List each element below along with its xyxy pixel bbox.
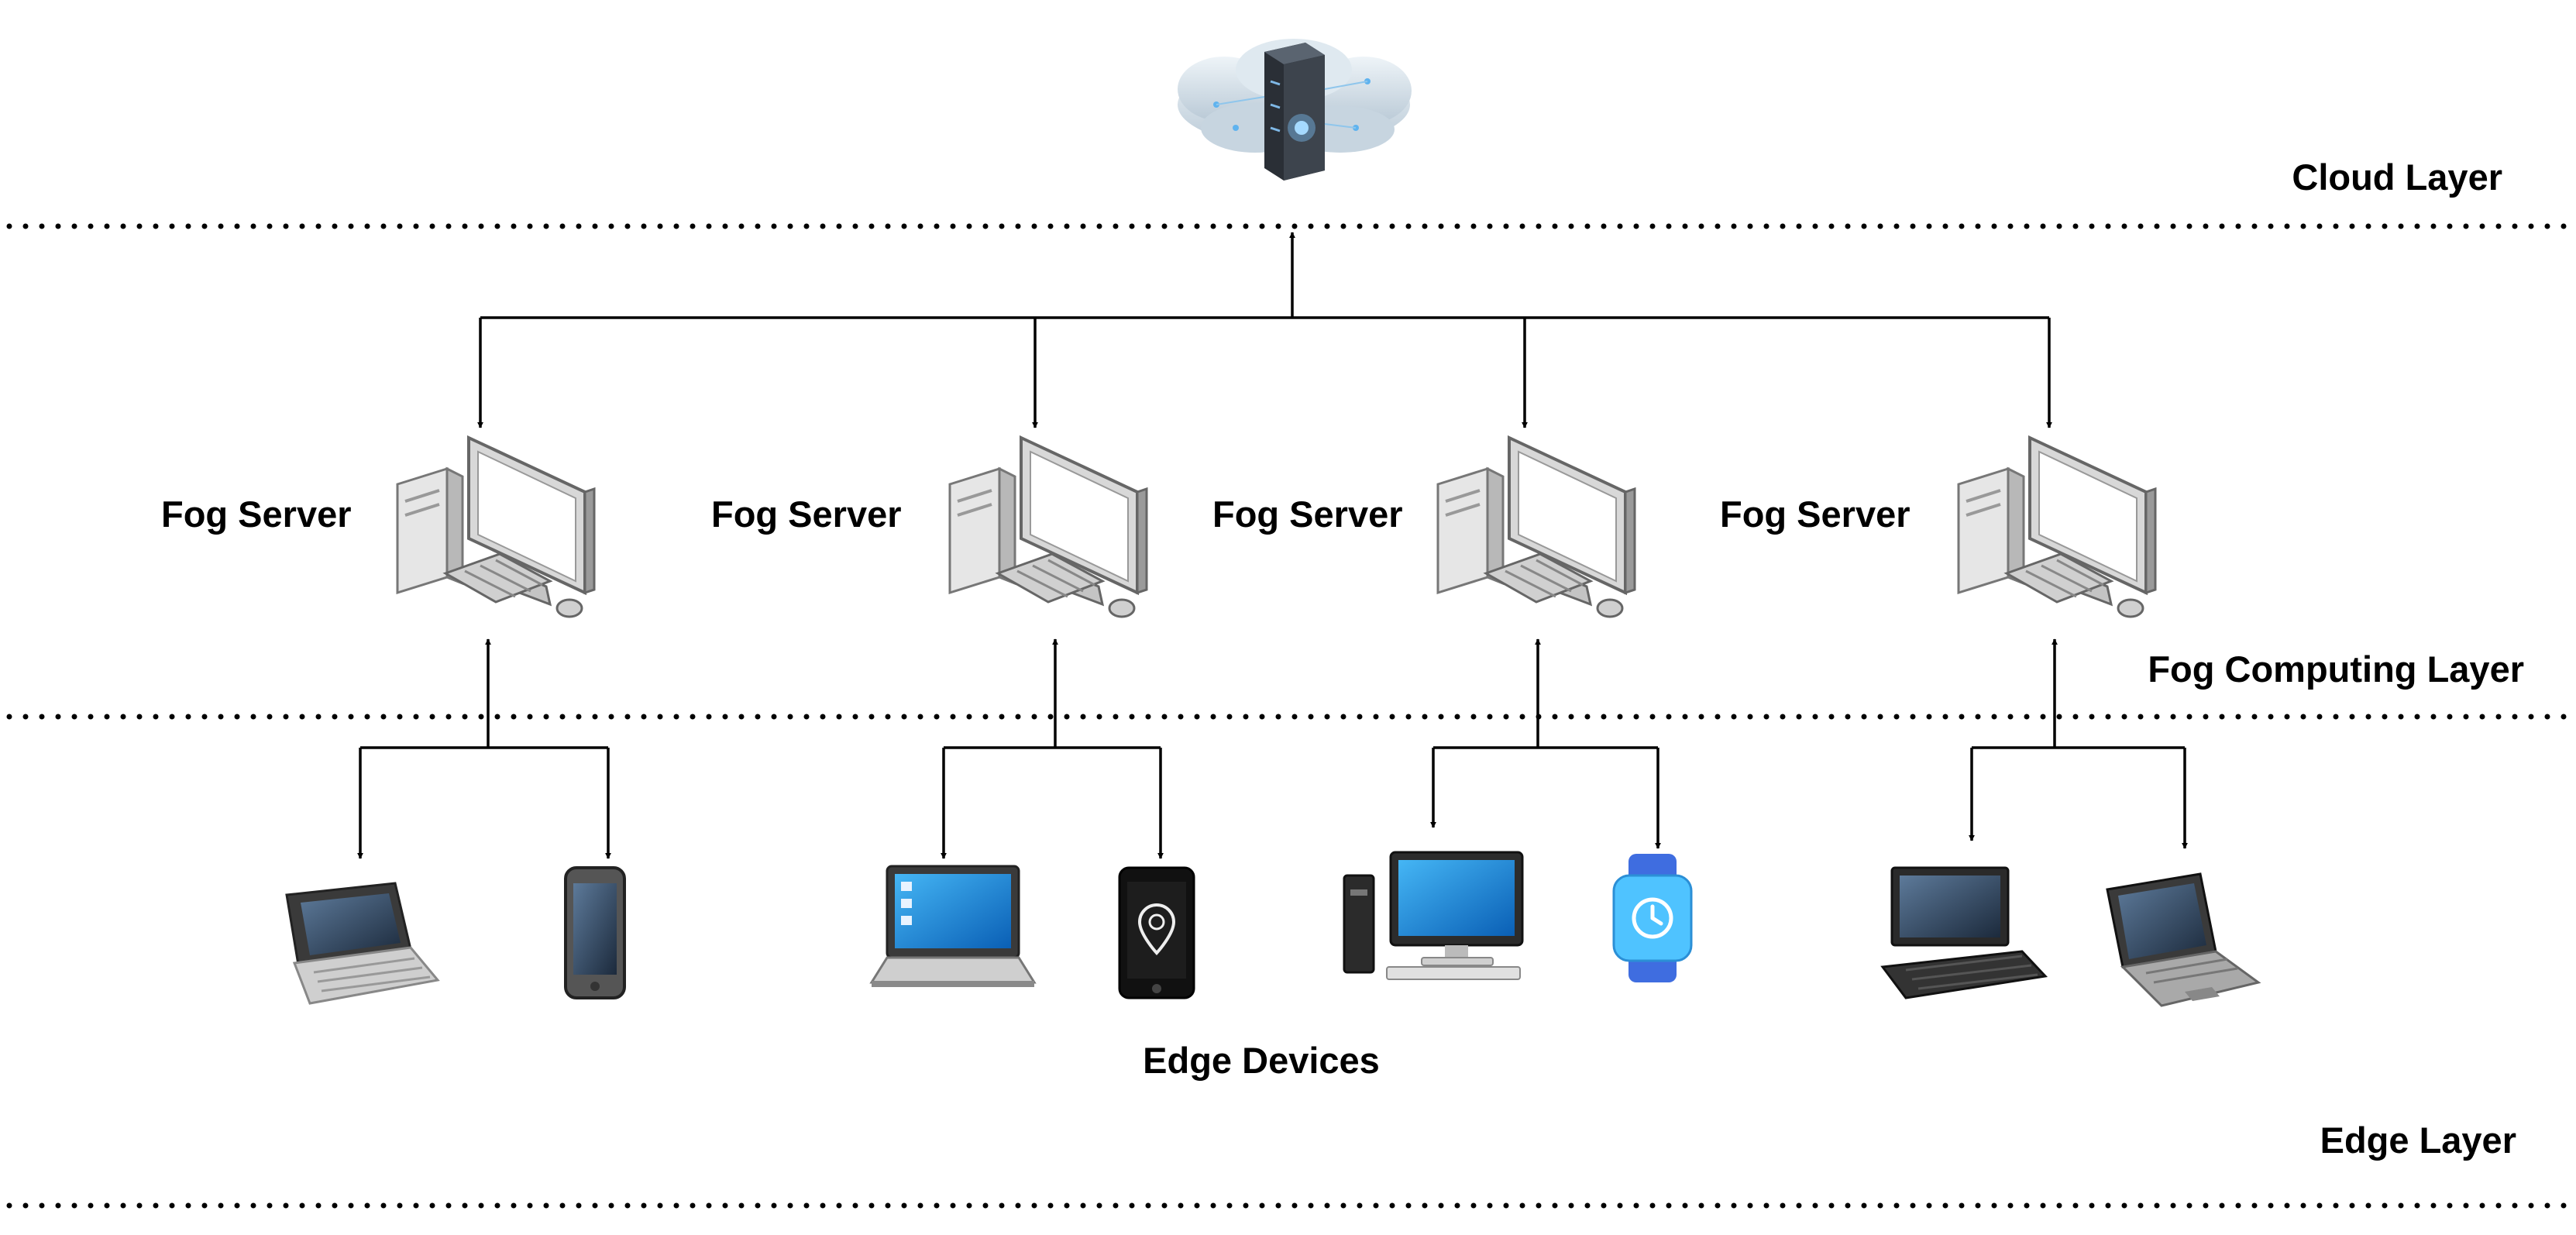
smartphone-icon bbox=[564, 866, 626, 999]
fog-edge-connectors-2 bbox=[941, 638, 1164, 859]
fog-server-2: Fog Server bbox=[711, 436, 1148, 618]
laptop-icon bbox=[2106, 872, 2261, 1007]
fog-server-label: Fog Server bbox=[711, 494, 902, 535]
layer-label-edge: Edge Layer bbox=[2320, 1120, 2516, 1161]
desktop-computer-icon bbox=[396, 436, 596, 618]
cloud-fog-connectors bbox=[477, 232, 2052, 428]
handheld-pc-icon bbox=[285, 882, 440, 1005]
fog-server-4: Fog Server bbox=[1720, 436, 2157, 618]
desktop-computer-icon bbox=[1957, 436, 2157, 618]
fog-server-label: Fog Server bbox=[1212, 494, 1403, 535]
cloud-server-icon bbox=[1178, 39, 1412, 181]
fog-server-3: Fog Server bbox=[1212, 436, 1636, 618]
layer-label-cloud: Cloud Layer bbox=[2292, 157, 2502, 198]
fog-server-label: Fog Server bbox=[1720, 494, 1911, 535]
smartphone-location-icon bbox=[1118, 866, 1195, 999]
fog-server-1: Fog Server bbox=[161, 436, 596, 618]
desktop-computer-icon bbox=[948, 436, 1148, 618]
desktop-computer-icon bbox=[1436, 436, 1636, 618]
desktop-pc-icon bbox=[1343, 851, 1524, 980]
edge-devices-caption: Edge Devices bbox=[1143, 1040, 1380, 1081]
netbook-icon bbox=[1880, 866, 2048, 999]
laptop-icon bbox=[869, 865, 1037, 987]
fog-edge-connectors-1 bbox=[357, 638, 611, 859]
layer-label-fog: Fog Computing Layer bbox=[2148, 648, 2524, 690]
fog-edge-connectors-3 bbox=[1430, 638, 1661, 849]
fog-edge-connectors-4 bbox=[1969, 638, 2188, 849]
fog-server-label: Fog Server bbox=[161, 494, 352, 535]
smartwatch-icon bbox=[1612, 854, 1693, 982]
